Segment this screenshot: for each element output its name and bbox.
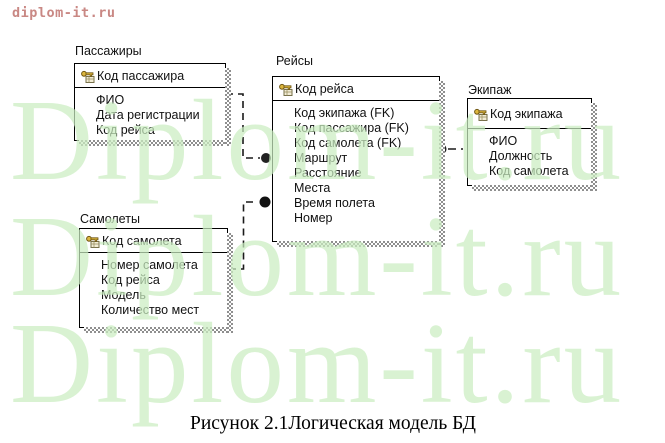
cardinality-dot [261, 153, 271, 163]
attribute: Код рейса [101, 273, 160, 287]
entity-box: Код экипажа ФИО Должность Код самолета [467, 98, 597, 191]
attribute-list: ФИО Должность Код самолета [468, 129, 591, 179]
primary-key-label: Код рейса [295, 82, 354, 96]
attribute: Номер самолета [101, 258, 198, 272]
attribute: Код рейса [96, 123, 155, 137]
attribute: Номер [294, 211, 333, 225]
primary-key-label: Код экипажа [490, 107, 563, 121]
attribute: Количество мест [101, 303, 200, 317]
attribute: Код экипажа (FK) [294, 106, 395, 120]
attribute: Маршрут [294, 151, 348, 165]
primary-key-icon [279, 83, 293, 96]
entity-box: Код самолета Номер самолета Код рейса Мо… [79, 228, 233, 333]
attribute-list: Код экипажа (FK) Код пассажира (FK) Код … [273, 101, 439, 226]
entity-title: Пассажиры [75, 44, 142, 58]
attribute-list: Номер самолета Код рейса Модель Количест… [80, 253, 227, 318]
entity-box: Код пассажира ФИО Дата регистрации Код р… [74, 63, 231, 146]
attribute-list: ФИО Дата регистрации Код рейса [75, 88, 225, 138]
primary-key-icon [81, 70, 95, 83]
primary-key-label: Код самолета [102, 234, 182, 248]
attribute: Время полета [294, 196, 375, 210]
cardinality-dot [259, 196, 271, 208]
figure-caption: Рисунок 2.1Логическая модель БД [190, 413, 476, 434]
primary-key-icon [474, 108, 488, 121]
entity-title: Самолеты [80, 212, 140, 226]
entity-box: Код рейса Код экипажа (FK) Код пассажира… [272, 76, 445, 247]
attribute: Расстояние [294, 166, 362, 180]
primary-key-row: Код самолета [80, 229, 227, 253]
primary-key-row: Код экипажа [468, 99, 591, 129]
relationship-planes-flights [229, 196, 271, 270]
attribute: Код самолета [489, 164, 569, 178]
attribute: Код самолета (FK) [294, 136, 402, 150]
entity-title: Экипаж [468, 83, 512, 97]
attribute: Код пассажира (FK) [294, 121, 409, 135]
primary-key-row: Код рейса [273, 77, 439, 101]
entity-title: Рейсы [276, 54, 313, 68]
site-link[interactable]: diplom-it.ru [12, 5, 116, 21]
primary-key-row: Код пассажира [75, 64, 225, 88]
attribute: Дата регистрации [96, 108, 200, 122]
relationship-passengers-flights [226, 93, 271, 163]
primary-key-icon [86, 235, 100, 248]
attribute: Места [294, 181, 331, 195]
attribute: Должность [489, 149, 553, 163]
attribute: ФИО [96, 93, 125, 107]
primary-key-label: Код пассажира [97, 69, 185, 83]
attribute: Модель [101, 288, 146, 302]
attribute: ФИО [489, 134, 518, 148]
